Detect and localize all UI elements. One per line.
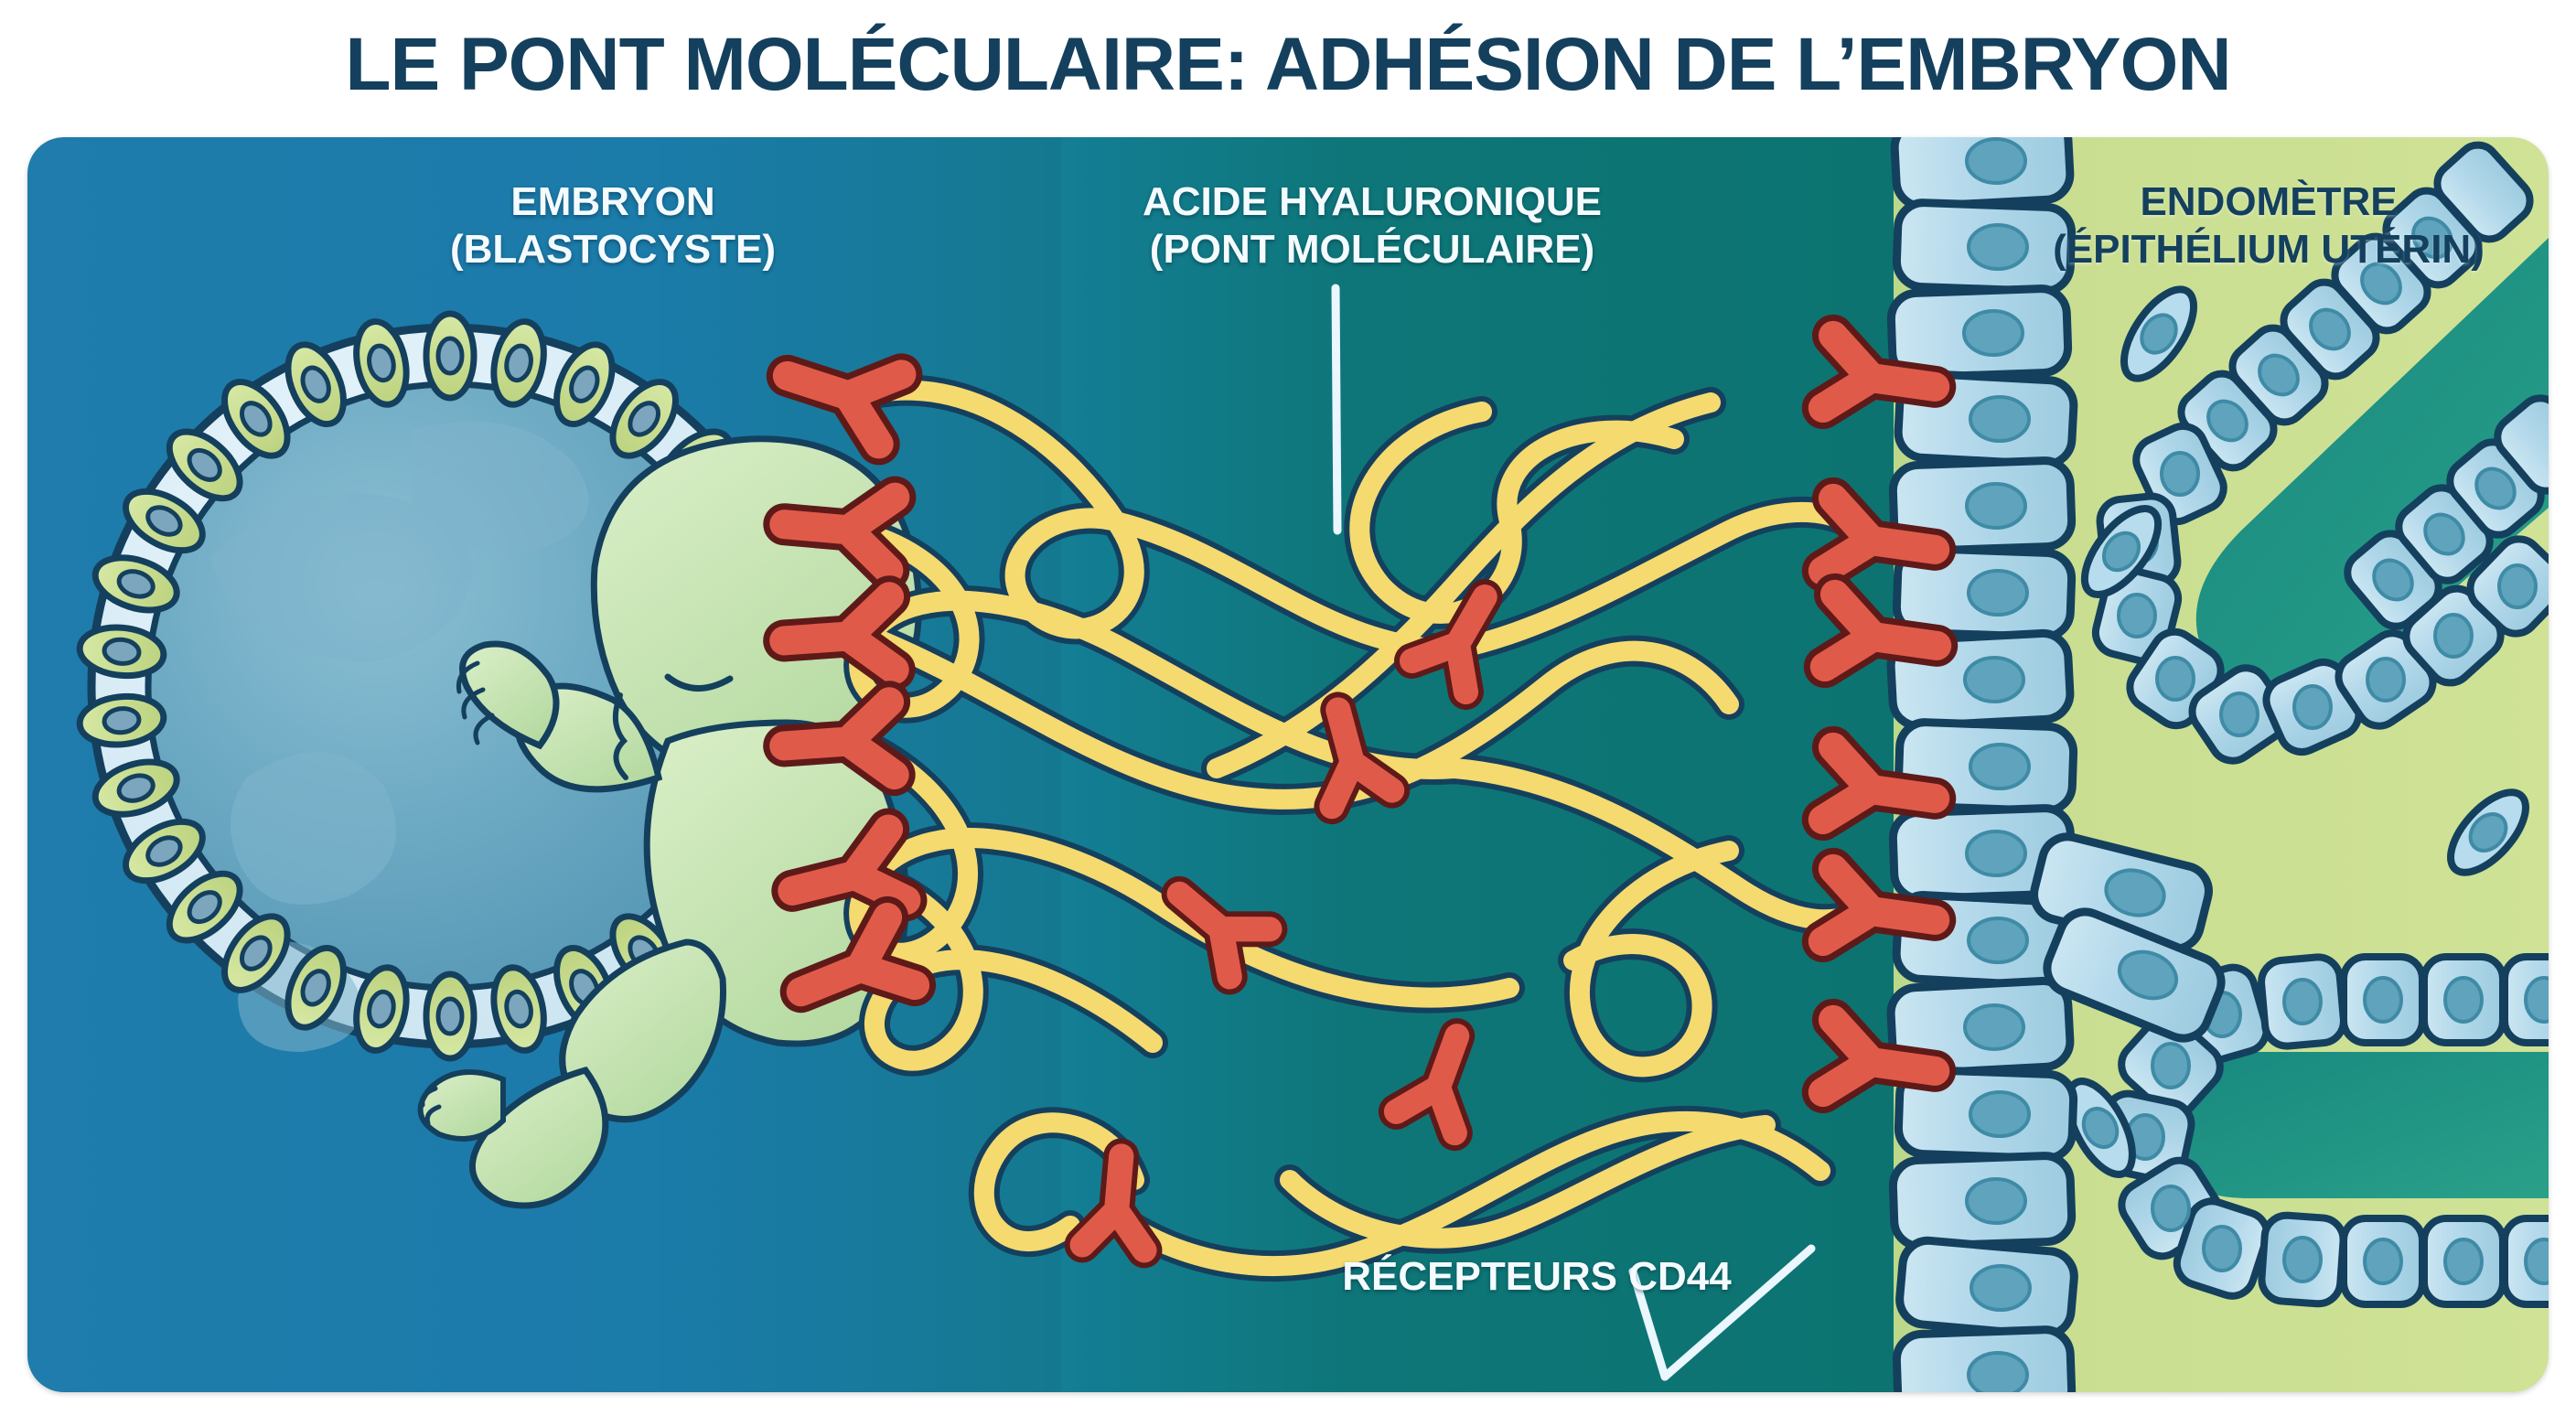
trophoblast-nucleus: [102, 637, 142, 666]
cd44-receptor-body: [1166, 881, 1283, 990]
cd44-receptor: [1378, 1018, 1476, 1152]
hyaluronic-strand: [1207, 392, 1721, 778]
cd44-receptor-body: [1808, 320, 1950, 424]
trophoblast-nucleus: [300, 365, 331, 403]
cd44-receptor-group: [763, 314, 1959, 1269]
leader-line-cd44-left: [1628, 1267, 1669, 1381]
diagram-figure: [27, 137, 2549, 1392]
trophoblast-nucleus: [504, 343, 533, 383]
cd44-receptor-body: [1808, 732, 1950, 835]
trophoblast-nucleus: [504, 989, 533, 1029]
cd44-receptor: [1394, 579, 1503, 710]
hyaluronic-strand: [1106, 1110, 1830, 1277]
cd44-receptor-body: [1319, 697, 1405, 820]
hyaluronic-strand: [973, 1112, 1144, 1252]
cd44-receptor: [1801, 477, 1957, 593]
cd44-receptor: [763, 476, 917, 592]
cd44-receptor: [1161, 875, 1288, 995]
leader-line-cd44-right: [1660, 1244, 1816, 1381]
hyaluronic-strand: [850, 863, 1163, 1071]
cd44-receptor-body: [1809, 579, 1952, 682]
epithelial-nuclei: [1962, 137, 2179, 1392]
cd44-receptor-body: [769, 582, 909, 685]
cd44-receptor: [771, 808, 928, 922]
cd44-receptor: [763, 575, 916, 692]
blastocyst: [76, 310, 922, 1209]
cd44-receptor-body: [786, 902, 930, 1007]
cd44-receptor-body: [1808, 853, 1950, 957]
trophoblast-nucleus: [239, 935, 273, 971]
cd44-receptor-body: [1808, 1004, 1950, 1108]
cd44-receptor-body: [1399, 584, 1497, 705]
cd44-receptor: [1801, 725, 1957, 842]
cd44-receptor-body: [1383, 1024, 1470, 1146]
trophoblast-nucleus: [239, 401, 273, 437]
cd44-receptor: [1801, 314, 1957, 430]
cd44-receptor: [779, 896, 937, 1014]
hyaluronic-strand: [1563, 841, 1739, 1078]
trophoblast-nucleus: [187, 890, 222, 925]
endometrial-gland: [2095, 953, 2549, 1308]
cd44-receptor-body: [1808, 483, 1950, 586]
endometrial-gland: [2091, 141, 2549, 765]
cd44-receptor: [766, 353, 923, 466]
trophoblast-nucleus: [187, 447, 222, 482]
cd44-receptor-body: [1069, 1143, 1157, 1263]
cd44-receptor-body: [772, 359, 917, 459]
trophoblast-nucleus: [145, 505, 183, 537]
cd44-receptor: [1801, 998, 1957, 1114]
cd44-receptor: [1803, 573, 1959, 689]
page-title: LE PONT MOLÉCULAIRE: ADHÉSION DE L’EMBRY…: [345, 23, 2231, 106]
cd44-receptor: [1314, 692, 1411, 825]
cd44-receptor: [1801, 847, 1957, 963]
leader-line-hyaluronic: [1331, 284, 1342, 535]
trophoblast-nucleus: [145, 835, 183, 867]
trophoblast-nucleus: [367, 989, 396, 1029]
trophoblast-nucleus: [116, 773, 156, 803]
cd44-receptor-body: [769, 482, 910, 585]
diagram-canvas: [27, 137, 2549, 1392]
cd44-receptor-body: [769, 687, 909, 790]
trophoblast-nucleus: [367, 343, 396, 383]
leader-lines: [1331, 284, 1816, 1381]
endometrial-epithelium-column: [1886, 137, 2226, 1392]
trophoblast-nucleus: [102, 706, 142, 735]
hyaluronic-strand: [1280, 1115, 1776, 1249]
trophoblast-nucleus: [300, 969, 331, 1007]
trophoblast-nucleus: [116, 569, 156, 599]
trophoblast-nucleus: [628, 401, 661, 437]
trophoblast-nucleus: [435, 996, 465, 1036]
cd44-receptor: [763, 681, 916, 797]
cd44-receptor-body: [778, 814, 921, 916]
stromal-cell-group: [2002, 285, 2529, 1347]
trophoblast-nucleus: [435, 336, 465, 376]
endometrium-tissue: [2002, 141, 2549, 1347]
cd44-receptor: [1064, 1138, 1163, 1269]
trophoblast-nucleus: [569, 365, 600, 403]
